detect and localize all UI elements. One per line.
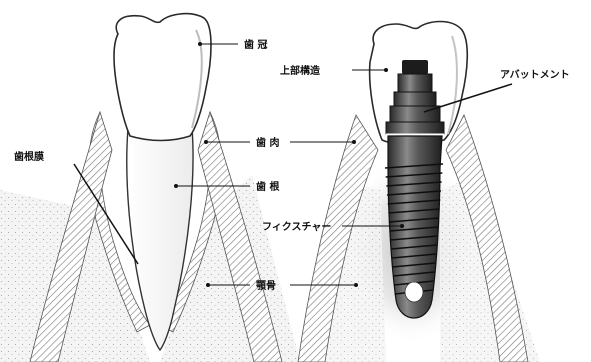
label-root: 歯 根	[256, 180, 279, 193]
label-gingiva: 歯 肉	[256, 136, 279, 149]
fixture-vent	[405, 282, 423, 302]
label-alveolar-bone: 顎骨	[256, 280, 276, 292]
label-crown: 歯 冠	[244, 38, 267, 51]
label-abutment: アバットメント	[500, 69, 570, 81]
label-fixture: フィクスチャー	[262, 221, 331, 233]
natural-tooth	[0, 14, 300, 362]
label-superstructure: 上部構造	[280, 64, 321, 77]
label-periodontal-ligament: 歯根膜	[14, 150, 44, 163]
